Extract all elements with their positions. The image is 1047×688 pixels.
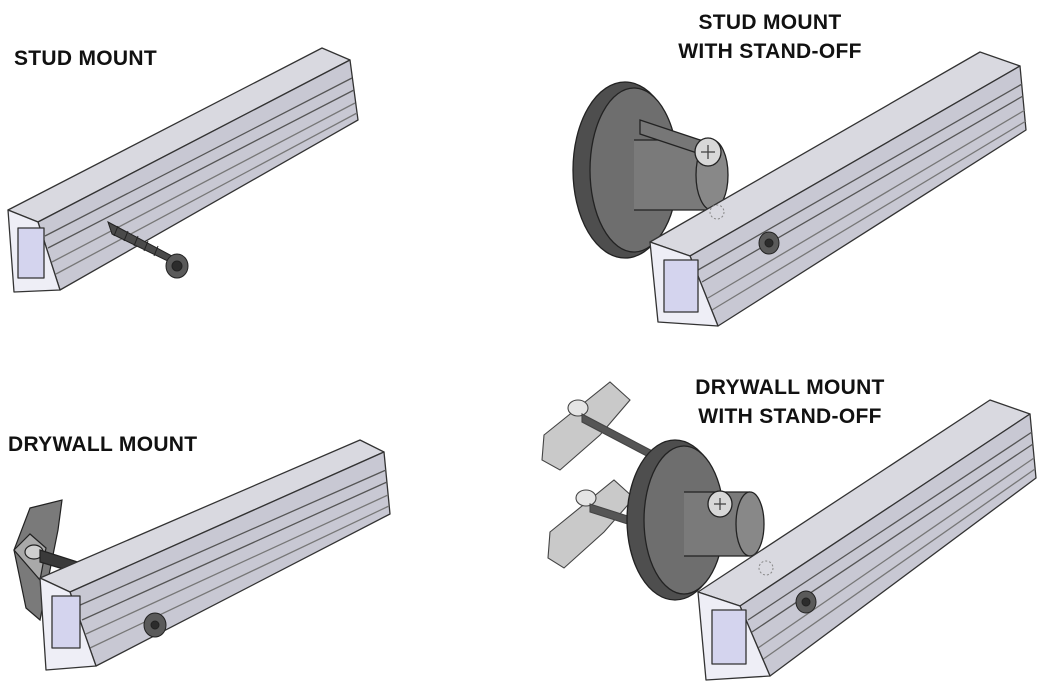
- stud-mount-standoff-illustration: [560, 20, 1040, 340]
- mount-screw: [107, 220, 189, 279]
- drywall-mount-illustration: [0, 430, 400, 688]
- label-stud-mount-standoff: STUD MOUNT WITH STAND-OFF: [655, 8, 885, 66]
- rail-hole-marker: [758, 560, 774, 576]
- label-drywall-mount-standoff: DRYWALL MOUNT WITH STAND-OFF: [660, 373, 920, 431]
- rail-end-slot: [17, 227, 45, 279]
- label-line: STUD MOUNT: [14, 47, 157, 70]
- rail-end-slot: [51, 595, 81, 649]
- rail-end-slot: [663, 259, 699, 313]
- label-drywall-mount: DRYWALL MOUNT: [8, 430, 197, 459]
- rail-screw-head: [758, 231, 780, 255]
- label-stud-mount: STUD MOUNT: [14, 44, 157, 73]
- label-line: STUD MOUNT: [698, 11, 842, 34]
- rail-end-slot: [711, 609, 747, 665]
- rail-hole-marker: [709, 204, 725, 220]
- rail-screw-head: [143, 612, 167, 638]
- rail-screw-head: [795, 590, 817, 614]
- label-line: WITH STAND-OFF: [678, 40, 862, 63]
- standoff-disc: [572, 81, 729, 259]
- stud-mount-illustration: [0, 0, 400, 320]
- standoff-disc: [626, 439, 765, 601]
- label-line: DRYWALL MOUNT: [695, 376, 885, 399]
- label-line: WITH STAND-OFF: [698, 405, 882, 428]
- drywall-mount-standoff-illustration: [530, 380, 1040, 685]
- label-line: DRYWALL MOUNT: [8, 433, 198, 456]
